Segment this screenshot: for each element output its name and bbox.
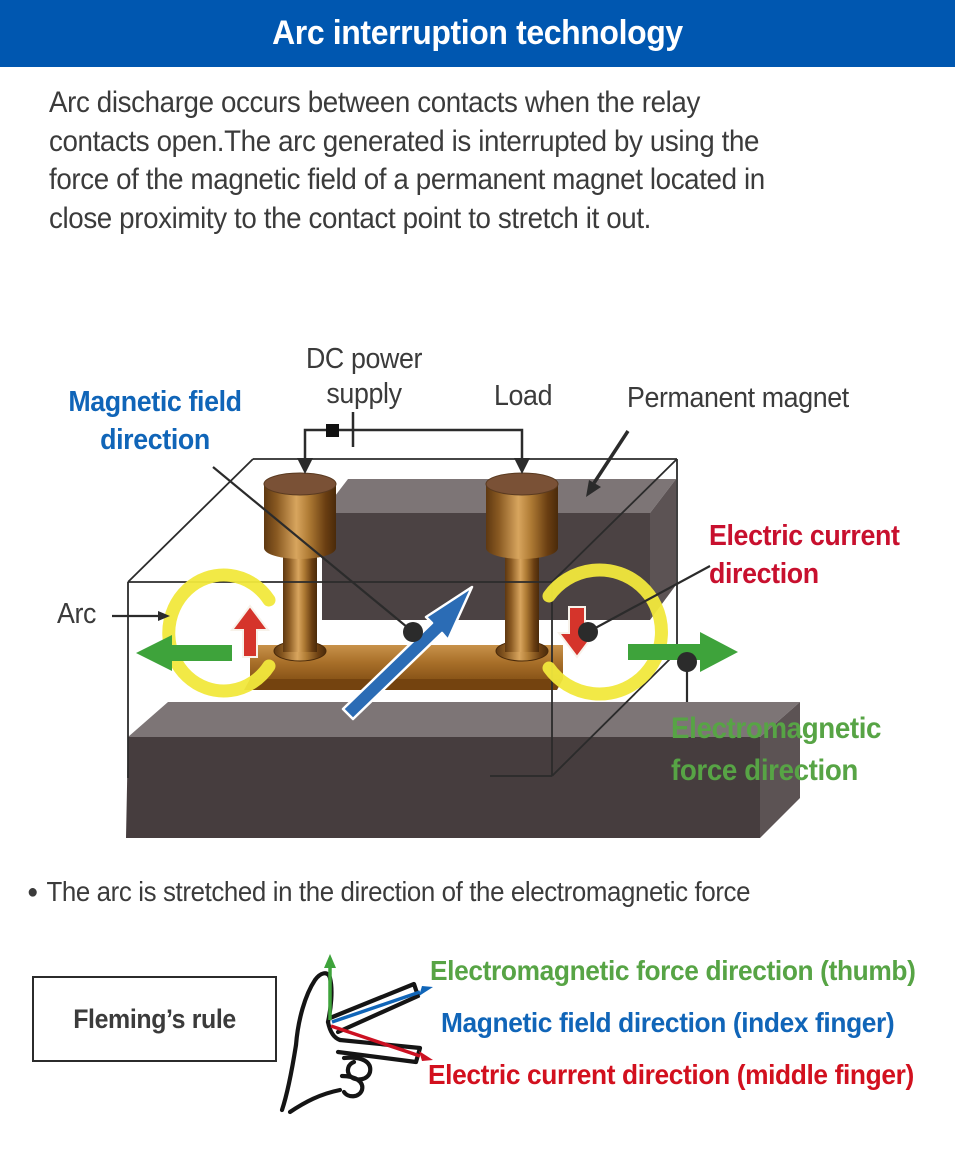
right-arc-loop — [542, 563, 668, 701]
label-magnetic-field-direction: Magnetic field direction — [68, 386, 242, 456]
index-finger — [327, 981, 421, 1035]
pinky-curl — [339, 1073, 365, 1099]
label-load: Load — [494, 380, 553, 412]
force-anchor-dot — [677, 652, 697, 672]
label-dc-power-supply: DC power supply — [305, 343, 423, 410]
permanent-magnet-leader — [592, 430, 630, 484]
label-electromagnetic-force-direction: Electromagnetic force direction — [671, 712, 882, 787]
electric-current-leader — [587, 565, 711, 633]
fleming-hand-sketch — [279, 971, 423, 1115]
left-arc-loop — [162, 568, 276, 698]
header-bar: Arc interruption technology — [0, 0, 955, 67]
arc-leader-arrowhead — [158, 611, 170, 621]
right-contact-bolt — [485, 472, 559, 652]
left-contact-bolt — [263, 472, 337, 652]
arc-glow-loops — [162, 563, 668, 701]
magnetic-field-anchor-dot — [403, 622, 423, 642]
label-electric-current-direction: Electric current direction — [709, 520, 900, 590]
label-permanent-magnet: Permanent magnet — [627, 382, 849, 414]
circuit-wiring — [297, 412, 530, 474]
arc-stretch-note: ● The arc is stretched in the direction o… — [27, 876, 750, 908]
index-arrow — [331, 990, 421, 1024]
legend-current-middle-finger: Electric current direction (middle finge… — [428, 1059, 914, 1090]
current-arrow-down — [557, 606, 597, 659]
wire-arrowhead-right — [514, 458, 530, 474]
wire-arrowhead-left — [297, 458, 313, 474]
magnetic-field-leader — [212, 466, 414, 633]
thumb-outline — [293, 971, 334, 1048]
power-supply-symbol — [326, 424, 339, 437]
legend-field-index-finger: Magnetic field direction (index finger) — [441, 1007, 895, 1038]
bullet-icon: ● — [27, 881, 38, 903]
relay-3d-diagram — [112, 412, 800, 838]
force-arrow-left — [136, 635, 232, 671]
permanent-magnet-arrowhead — [586, 480, 601, 497]
ring-finger-curl — [341, 1055, 373, 1082]
intro-paragraph: Arc discharge occurs between contacts wh… — [49, 86, 765, 235]
page-title: Arc interruption technology — [272, 14, 683, 52]
fleming-rule-box: Fleming’s rule — [32, 976, 277, 1062]
bottom-magnet-block — [126, 702, 800, 838]
legend-force-thumb: Electromagnetic force direction (thumb) — [430, 955, 916, 986]
palm-edge — [279, 1042, 299, 1113]
fleming-rule-label: Fleming’s rule — [73, 1003, 236, 1034]
middle-arrow — [330, 1024, 421, 1058]
current-arrow-up — [230, 604, 270, 658]
label-arc: Arc — [57, 598, 97, 630]
electric-current-anchor-dot — [578, 622, 598, 642]
magnetic-field-arrow — [341, 585, 474, 721]
fleming-hand-arrows — [324, 954, 433, 1061]
arc-stretch-note-text: The arc is stretched in the direction of… — [46, 876, 751, 907]
wrist-line — [287, 1087, 343, 1115]
